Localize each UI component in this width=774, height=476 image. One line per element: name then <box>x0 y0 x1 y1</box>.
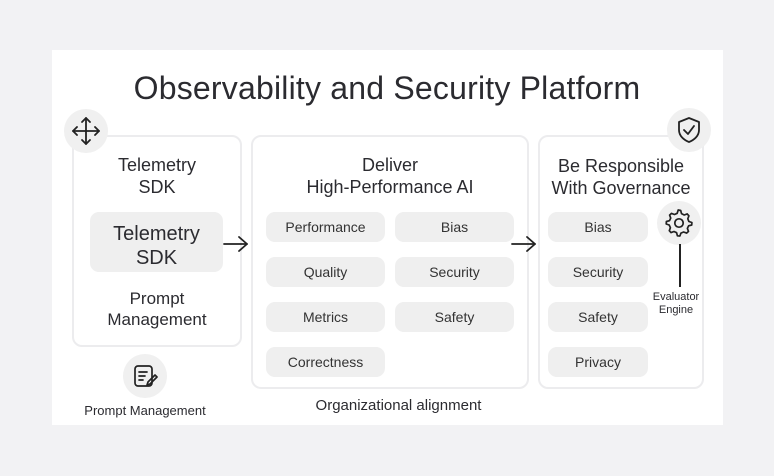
telemetry-heading: Telemetry SDK <box>72 154 242 198</box>
prompt-management-label: Prompt Management <box>72 288 242 330</box>
gear-icon-wrapper <box>657 201 701 245</box>
evaluator-label-line2: Engine <box>658 304 694 316</box>
pill-bias: Bias <box>395 212 514 242</box>
deliver-heading-line1: Deliver <box>361 155 418 175</box>
edit-document-icon <box>134 365 158 387</box>
arrow-right-icon <box>223 236 248 252</box>
governance-heading-line2: With Governance <box>551 178 691 198</box>
evaluator-engine-label: Evaluator Engine <box>640 291 712 317</box>
page-title: Observability and Security Platform <box>133 70 641 106</box>
prompt-label-line1: Prompt <box>129 289 185 308</box>
pill-performance: Performance <box>266 212 385 242</box>
shield-icon-wrapper <box>667 108 711 152</box>
arrow-right-icon <box>511 236 536 252</box>
shield-check-icon <box>678 117 700 143</box>
pill-gov-privacy: Privacy <box>548 347 648 377</box>
evaluator-label-line1: Evaluator <box>652 291 700 303</box>
org-alignment-caption: Organizational alignment <box>315 397 482 414</box>
deliver-heading-line2: High-Performance AI <box>306 177 474 197</box>
move-arrows-icon <box>72 117 100 145</box>
pill-correctness: Correctness <box>266 347 385 377</box>
telemetry-sdk-box: Telemetry SDK <box>90 212 223 272</box>
gear-icon <box>665 209 693 237</box>
pill-quality: Quality <box>266 257 385 287</box>
pill-gov-safety: Safety <box>548 302 648 332</box>
move-icon-wrapper <box>64 109 108 153</box>
pill-gov-bias: Bias <box>548 212 648 242</box>
telemetry-heading-line2: SDK <box>138 177 176 197</box>
prompt-management-caption: Prompt Management <box>84 403 206 418</box>
pill-safety: Safety <box>395 302 514 332</box>
pill-metrics: Metrics <box>266 302 385 332</box>
evaluator-connector-line <box>679 244 681 287</box>
deliver-heading: Deliver High-Performance AI <box>251 154 529 198</box>
telemetry-box-line1: Telemetry <box>113 223 200 245</box>
pill-gov-security: Security <box>548 257 648 287</box>
governance-heading: Be Responsible With Governance <box>538 155 704 199</box>
prompt-icon-wrapper <box>123 354 167 398</box>
prompt-label-line2: Management <box>107 310 207 329</box>
telemetry-heading-line1: Telemetry <box>117 155 197 175</box>
telemetry-box-line2: SDK <box>135 247 178 269</box>
governance-heading-line1: Be Responsible <box>557 156 685 176</box>
pill-security: Security <box>395 257 514 287</box>
